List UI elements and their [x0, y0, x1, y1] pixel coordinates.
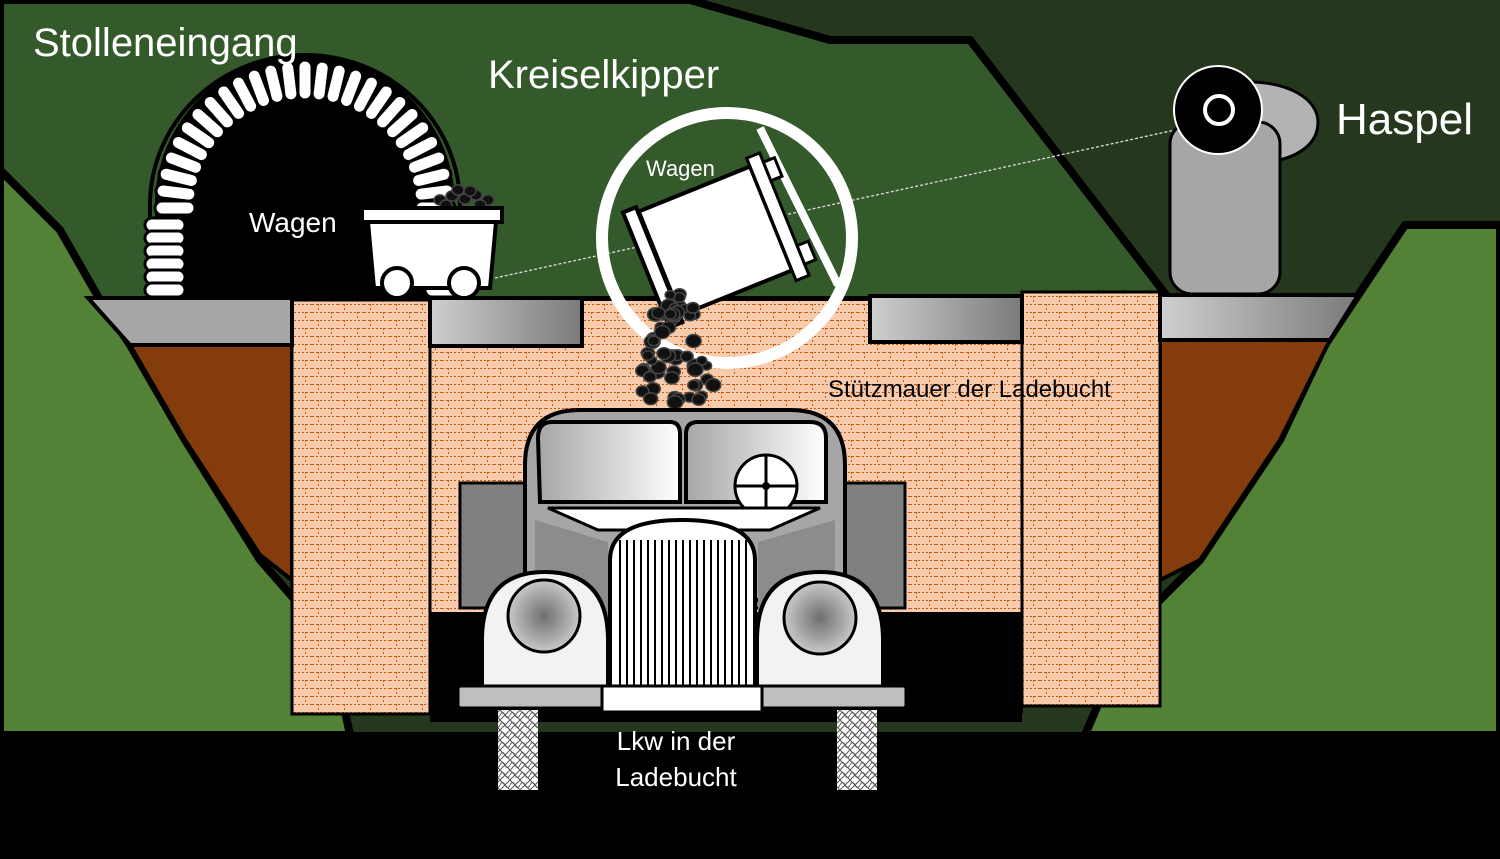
label-cart-left: Wagen — [249, 207, 337, 238]
truck-fender-left — [480, 569, 610, 692]
retaining-wall-pillar-right — [1020, 290, 1162, 708]
label-rotary-tipper: Kreiselkipper — [488, 53, 719, 97]
truck — [456, 408, 908, 790]
winch — [1168, 65, 1320, 296]
label-retaining-wall: Stützmauer der Ladebucht — [828, 376, 1111, 403]
label-truck-line1: Lkw in der — [617, 726, 736, 756]
rotary-tipper — [596, 107, 858, 369]
label-cart-tipper: Wagen — [646, 156, 715, 181]
truck-fender-right — [755, 569, 885, 692]
platform-right — [1158, 293, 1362, 342]
ground — [0, 732, 1500, 859]
label-tunnel-entrance: Stolleneingang — [33, 21, 298, 65]
label-winch: Haspel — [1336, 95, 1473, 144]
retaining-wall-pillar-left — [290, 298, 432, 716]
platform-slab-right-middle — [868, 294, 1024, 344]
coal-pile-cart — [433, 184, 495, 211]
tipper-cart — [620, 150, 818, 331]
truck-tire-left — [498, 710, 538, 790]
truck-tire-right — [837, 710, 877, 790]
mine-cart-left — [360, 206, 504, 300]
label-truck-line2: Ladebucht — [615, 762, 737, 792]
truck-grille — [608, 517, 757, 692]
coal-falling — [634, 287, 722, 410]
platform-slab-left-middle — [428, 296, 584, 348]
